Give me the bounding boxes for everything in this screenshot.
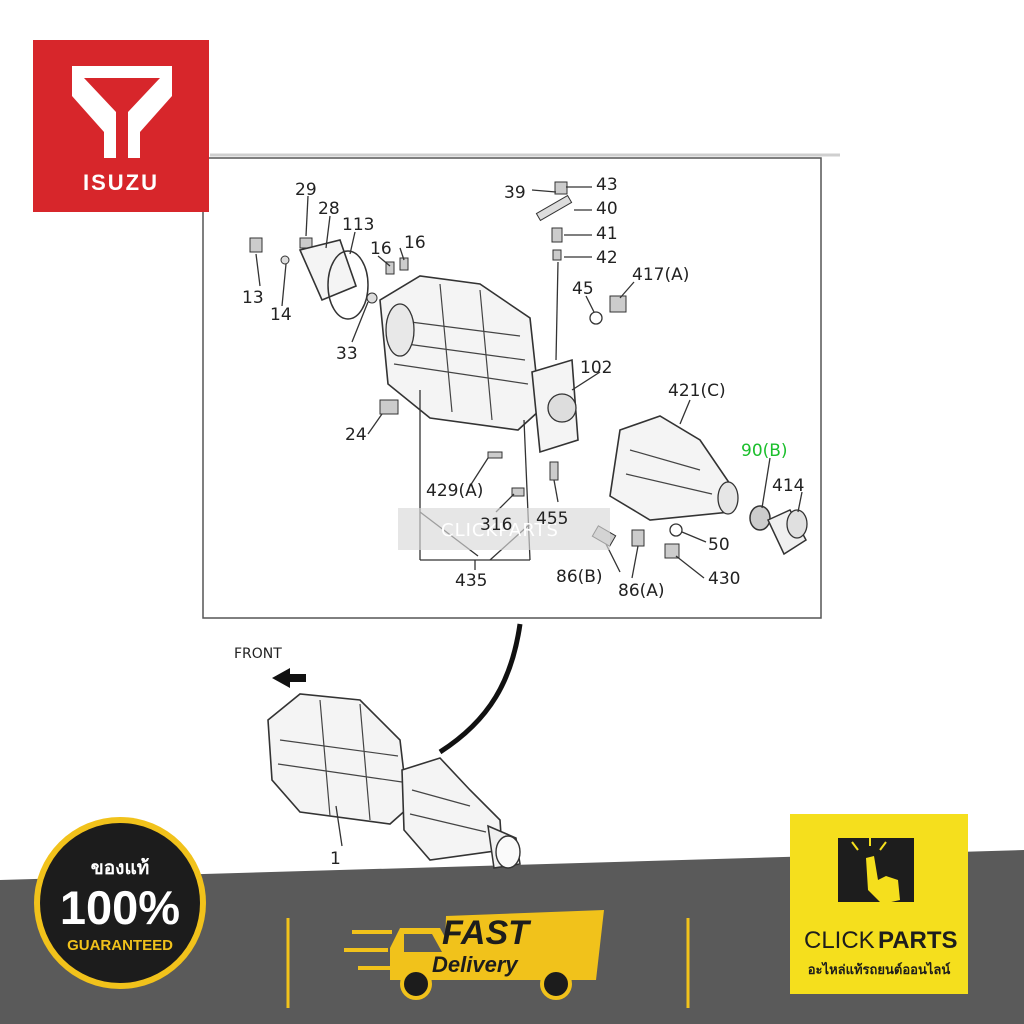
brand-tagline: อะไหล่แท้รถยนต์ออนไลน์ <box>808 961 951 978</box>
part-label-455: 455 <box>536 509 568 529</box>
front-arrow-icon <box>272 668 306 688</box>
part-label-45: 45 <box>572 279 594 299</box>
clickparts-logo: CLICK PARTS อะไหล่แท้รถยนต์ออนไลน์ <box>790 814 968 994</box>
part-label-28: 28 <box>318 199 340 219</box>
part-label-29: 29 <box>295 180 317 200</box>
part-label-16: 16 <box>404 233 426 253</box>
part-label-13: 13 <box>242 288 264 308</box>
badge-line1: ของแท้ <box>91 857 149 879</box>
part-label-421c: 421(C) <box>668 381 726 401</box>
part-label-41: 41 <box>596 224 618 244</box>
delivery-truck-icon: FAST Delivery <box>344 910 604 1000</box>
isuzu-logo: ISUZU <box>33 40 209 212</box>
badge-line3: GUARANTEED <box>67 937 173 954</box>
rear-extension <box>609 415 739 521</box>
front-label: FRONT <box>234 646 282 662</box>
brand-name-light: CLICK <box>804 927 875 954</box>
adapter-plate <box>531 358 579 454</box>
part-label-435: 435 <box>455 571 487 591</box>
part-label-316: 316 <box>480 515 512 535</box>
part-label-24: 24 <box>345 425 367 445</box>
badge-line2: 100% <box>60 881 180 934</box>
part-label-102: 102 <box>580 358 612 378</box>
part-label-1: 1 <box>330 849 341 869</box>
guarantee-badge: ของแท้ 100% GUARANTEED <box>34 817 206 989</box>
part-label-414: 414 <box>772 476 804 496</box>
part-label-40: 40 <box>596 199 618 219</box>
part-label-113: 113 <box>342 215 374 235</box>
part-label-43: 43 <box>596 175 618 195</box>
part-label-86b: 86(B) <box>556 567 603 587</box>
part-label-42: 42 <box>596 248 618 268</box>
part-label-417a: 417(A) <box>632 265 689 285</box>
part-label-14: 14 <box>270 305 292 325</box>
part-label-33: 33 <box>336 344 358 364</box>
bush <box>766 509 807 556</box>
part-label-50: 50 <box>708 535 730 555</box>
part-label-90b-highlighted: 90(B) <box>741 441 788 461</box>
oil-seal <box>749 505 771 531</box>
brand-name-bold: PARTS <box>878 927 958 954</box>
part-label-16: 16 <box>370 239 392 259</box>
part-label-429a: 429(A) <box>426 481 483 501</box>
part-label-86a: 86(A) <box>618 581 665 601</box>
part-label-39: 39 <box>504 183 526 203</box>
assembled-transmission <box>267 693 521 869</box>
hand-pointer-icon <box>851 836 900 904</box>
watermark: CLICKPARTS <box>441 520 559 541</box>
connector-curve <box>438 623 523 755</box>
fast-text: FAST <box>442 914 532 952</box>
logo-text: ISUZU <box>83 170 159 195</box>
delivery-text: Delivery <box>432 952 519 977</box>
part-label-430: 430 <box>708 569 740 589</box>
